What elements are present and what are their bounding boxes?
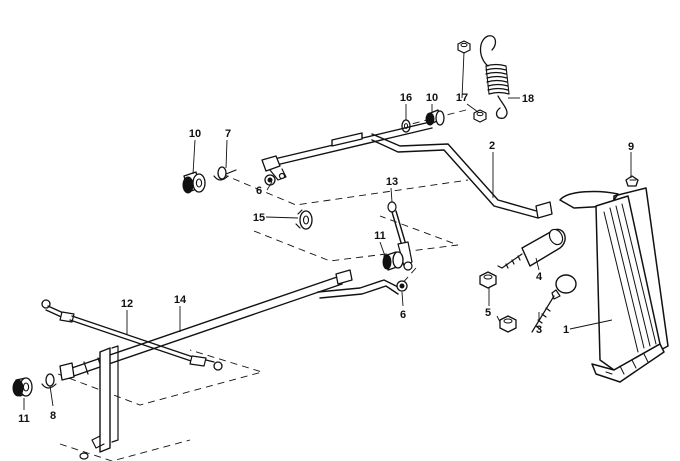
nut-6-lower (396, 280, 408, 292)
nut-17 (457, 40, 487, 123)
clip-9 (625, 175, 639, 187)
bushing-11-lower (12, 377, 33, 397)
bushing-15 (295, 209, 313, 230)
callout-15: 15 (253, 212, 265, 224)
callout-14: 14 (174, 294, 187, 306)
callout-2: 2 (489, 140, 495, 152)
bottom-fragment (79, 452, 89, 460)
callout-4: 4 (536, 271, 543, 283)
callout-12: 12 (121, 298, 133, 310)
link-rod-13 (387, 201, 413, 271)
callout-labels: 1 2 3 4 5 6 6 7 8 9 10 10 11 11 12 13 14… (18, 92, 634, 425)
shaft-2 (261, 121, 553, 219)
callout-7: 7 (225, 128, 231, 140)
callout-10-left: 10 (189, 128, 201, 140)
rod-12 (41, 299, 223, 371)
bushing-11-middle (382, 251, 404, 271)
nut-5 (479, 271, 517, 333)
callout-13: 13 (386, 176, 398, 188)
leader-lines (23, 51, 632, 410)
callout-6-upper: 6 (256, 185, 262, 197)
clip-7 (213, 166, 237, 181)
callout-10-right: 10 (426, 92, 438, 104)
callout-1: 1 (563, 324, 569, 336)
pedal-1 (559, 187, 669, 383)
stop-screw-3 (531, 274, 577, 333)
washer-16 (401, 119, 411, 133)
callout-11-middle: 11 (374, 230, 386, 242)
callout-16: 16 (400, 92, 412, 104)
callout-5: 5 (485, 307, 491, 319)
stop-screw-4 (497, 228, 566, 269)
bushing-10-left (182, 171, 206, 194)
callout-8: 8 (50, 410, 56, 422)
callout-11-lower: 11 (18, 413, 30, 425)
callout-17: 17 (456, 92, 468, 104)
callout-6-lower: 6 (400, 309, 406, 321)
spring (479, 35, 510, 119)
callout-18: 18 (522, 93, 534, 105)
nut-6-upper (264, 174, 276, 186)
callout-3: 3 (536, 324, 542, 336)
shaft-14 (59, 269, 401, 453)
clip-8 (41, 373, 57, 389)
callout-9: 9 (628, 141, 634, 153)
